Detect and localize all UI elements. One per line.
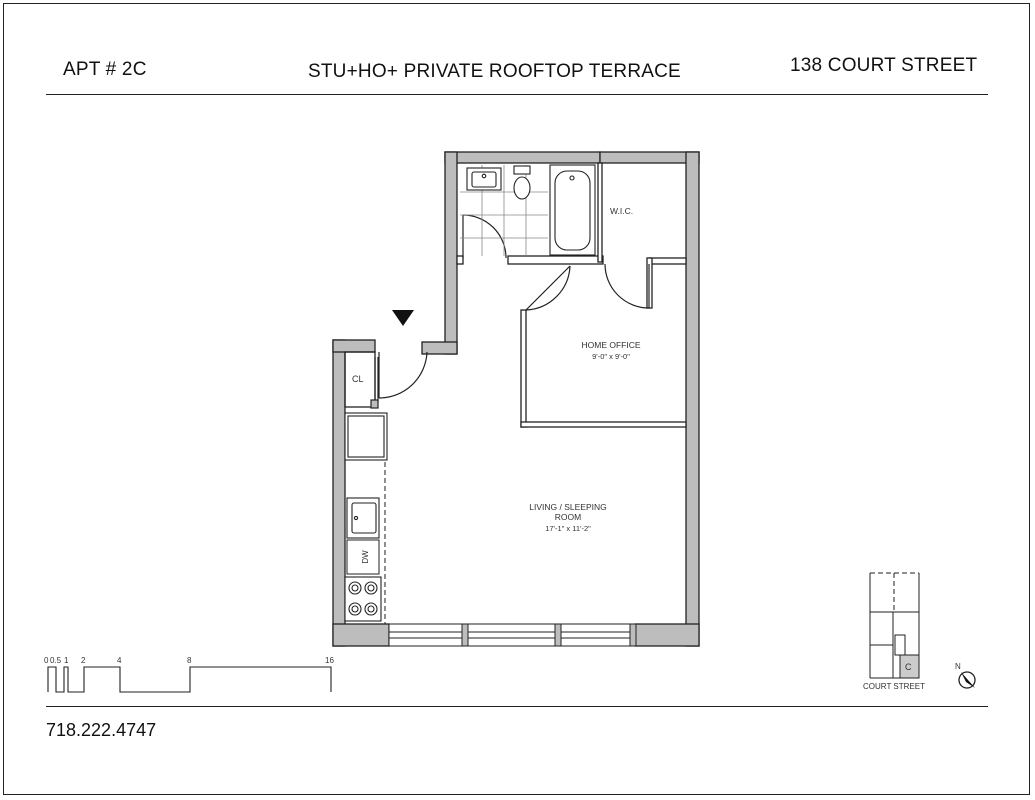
living-room-label: LIVING / SLEEPING <box>529 502 606 512</box>
scale-label-0-5: 0.5 <box>50 656 62 665</box>
closet-label: CL <box>352 374 364 384</box>
footer-divider <box>46 706 988 707</box>
home-office-label: HOME OFFICE <box>581 340 640 350</box>
home-office-dimensions: 9'-0" x 9'-0" <box>592 352 630 361</box>
windows <box>388 623 637 647</box>
walls <box>332 151 700 647</box>
scale-bar <box>47 666 332 693</box>
wic-label: W.I.C. <box>610 206 633 216</box>
header-divider <box>46 94 988 95</box>
phone-number: 718.222.4747 <box>46 720 157 740</box>
scale-label-4: 4 <box>117 656 122 665</box>
scale-label-0: 0 <box>44 656 49 665</box>
partitions <box>344 162 687 428</box>
sink-vanity <box>466 167 502 191</box>
key-plan <box>869 572 920 679</box>
scale-label-1: 1 <box>64 656 69 665</box>
scale-label-16: 16 <box>325 656 334 665</box>
toilet <box>513 165 531 200</box>
north-label: N <box>955 662 961 671</box>
street-address: 138 COURT STREET <box>790 55 978 76</box>
doors <box>370 214 650 409</box>
living-room-label-line2: ROOM <box>555 512 581 522</box>
dishwasher-label: DW <box>361 550 370 564</box>
range-stove <box>344 576 382 622</box>
dishwasher <box>346 539 380 575</box>
kitchen-sink <box>346 497 380 539</box>
apartment-number: APT # 2C <box>63 59 147 80</box>
key-plan-street: COURT STREET <box>863 682 925 691</box>
north-arrow-icon <box>958 671 976 689</box>
scale-label-8: 8 <box>187 656 192 665</box>
listing-title: STU+HO+ PRIVATE ROOFTOP TERRACE <box>308 61 681 82</box>
entry-arrow <box>392 310 414 326</box>
bathtub <box>549 164 596 256</box>
scale-label-2: 2 <box>81 656 86 665</box>
refrigerator <box>344 412 388 461</box>
scale-bar-labels: 0 0.5 1 2 4 8 16 <box>44 656 334 665</box>
page-frame <box>3 3 1030 795</box>
living-room-dimensions: 17'-1" x 11'-2" <box>545 524 591 533</box>
key-plan-unit: C <box>905 662 912 672</box>
